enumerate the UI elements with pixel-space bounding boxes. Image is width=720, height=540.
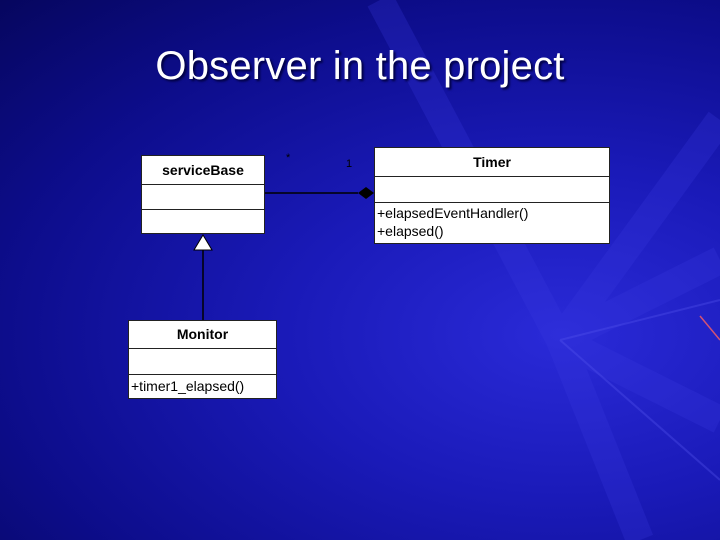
operation: +elapsedEventHandler() <box>377 205 529 221</box>
class-attributes <box>375 177 609 203</box>
class-timer[interactable]: Timer +elapsedEventHandler() +elapsed() <box>374 147 610 244</box>
class-attributes <box>142 185 264 210</box>
class-name: Monitor <box>129 321 276 349</box>
class-attributes <box>129 349 276 375</box>
operation: +elapsed() <box>377 223 444 239</box>
class-servicebase[interactable]: serviceBase <box>141 155 265 234</box>
slide-title: Observer in the project <box>155 44 565 88</box>
class-monitor[interactable]: Monitor +timer1_elapsed() <box>128 320 277 399</box>
class-operations: +elapsedEventHandler() +elapsed() <box>375 203 609 240</box>
multiplicity-near: * <box>286 152 291 164</box>
class-name: Timer <box>375 148 609 177</box>
operation: +timer1_elapsed() <box>131 378 245 394</box>
class-operations: +timer1_elapsed() <box>129 375 276 395</box>
class-name: serviceBase <box>142 156 264 185</box>
class-operations <box>142 210 264 233</box>
multiplicity-far: 1 <box>346 158 353 170</box>
